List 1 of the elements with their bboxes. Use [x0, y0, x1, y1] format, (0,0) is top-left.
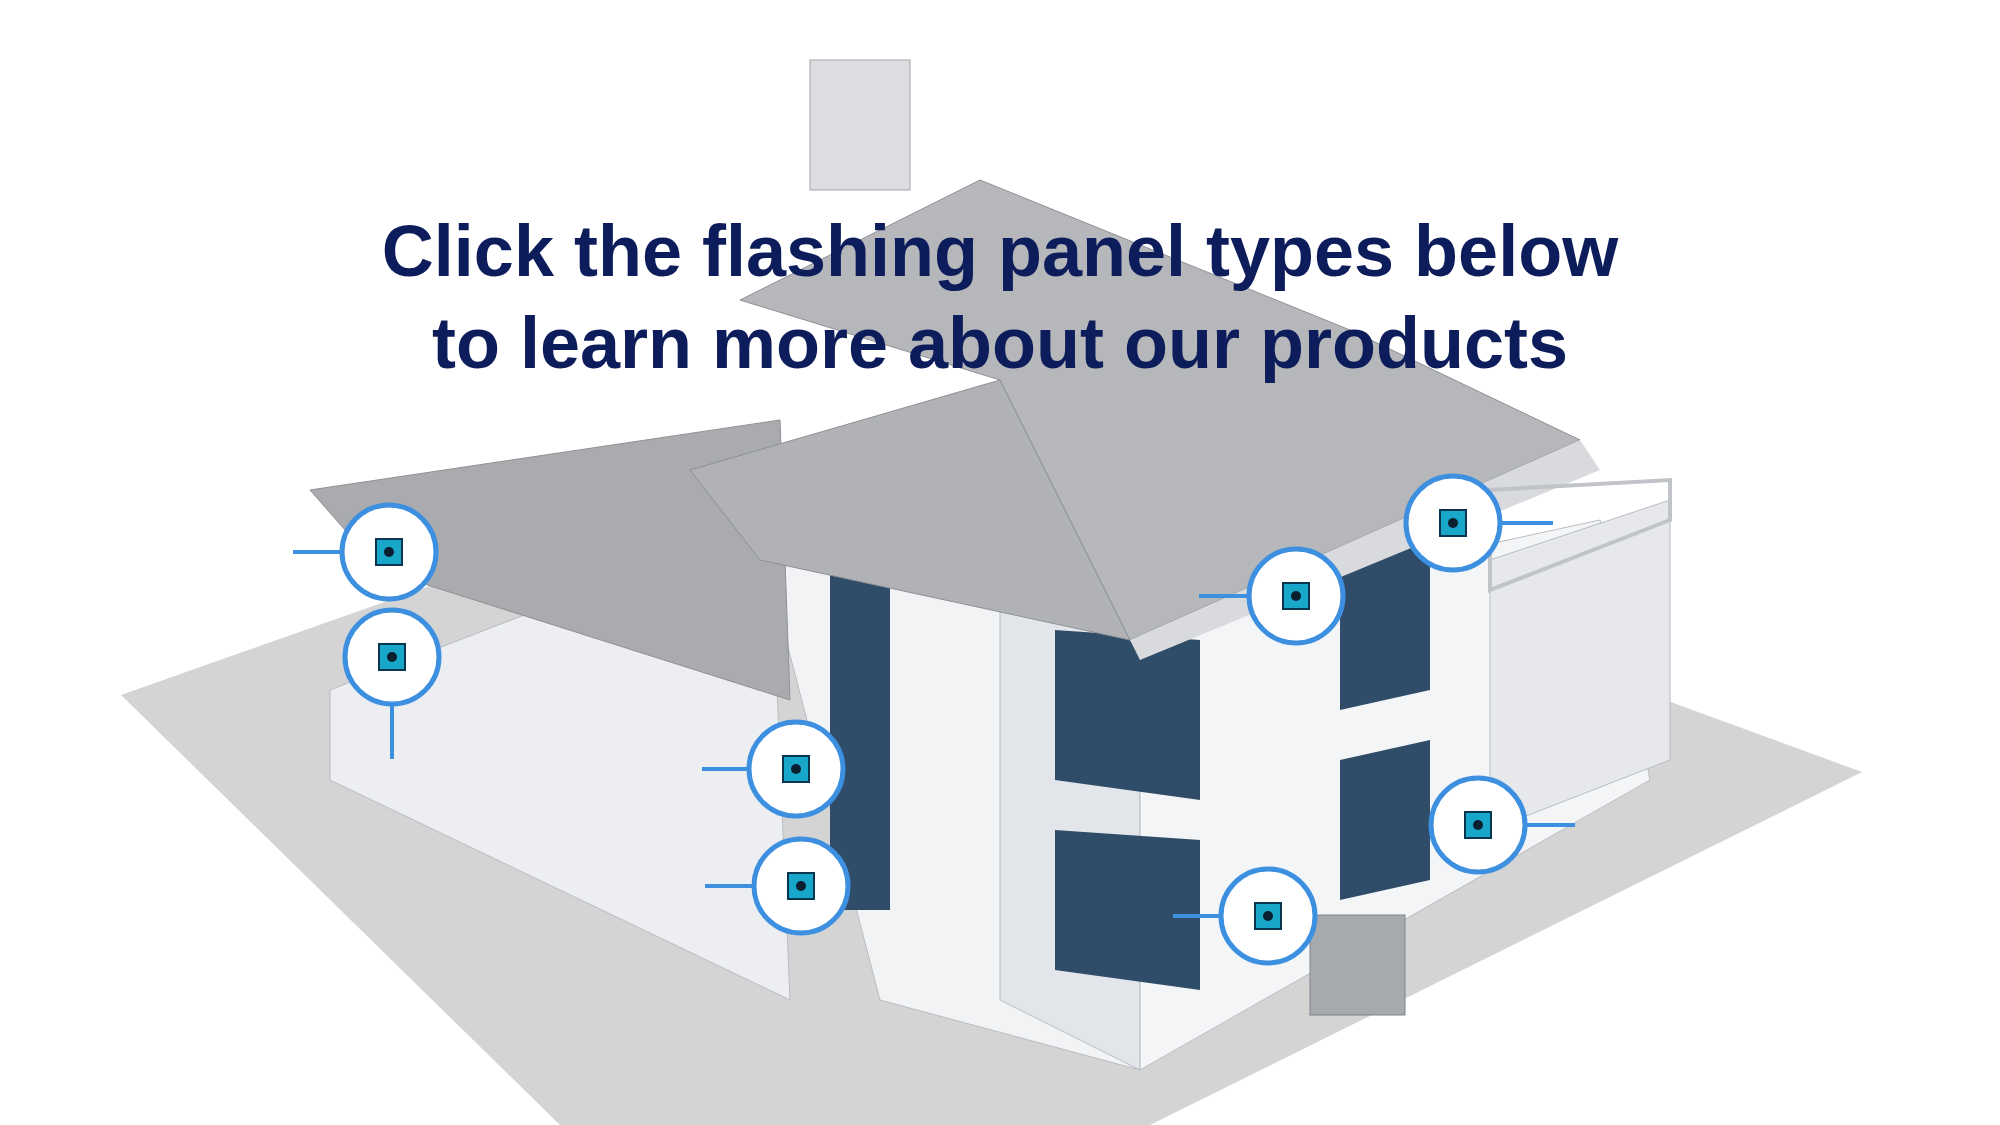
heading: Click the flashing panel types below to learn more about our products: [380, 210, 1620, 385]
